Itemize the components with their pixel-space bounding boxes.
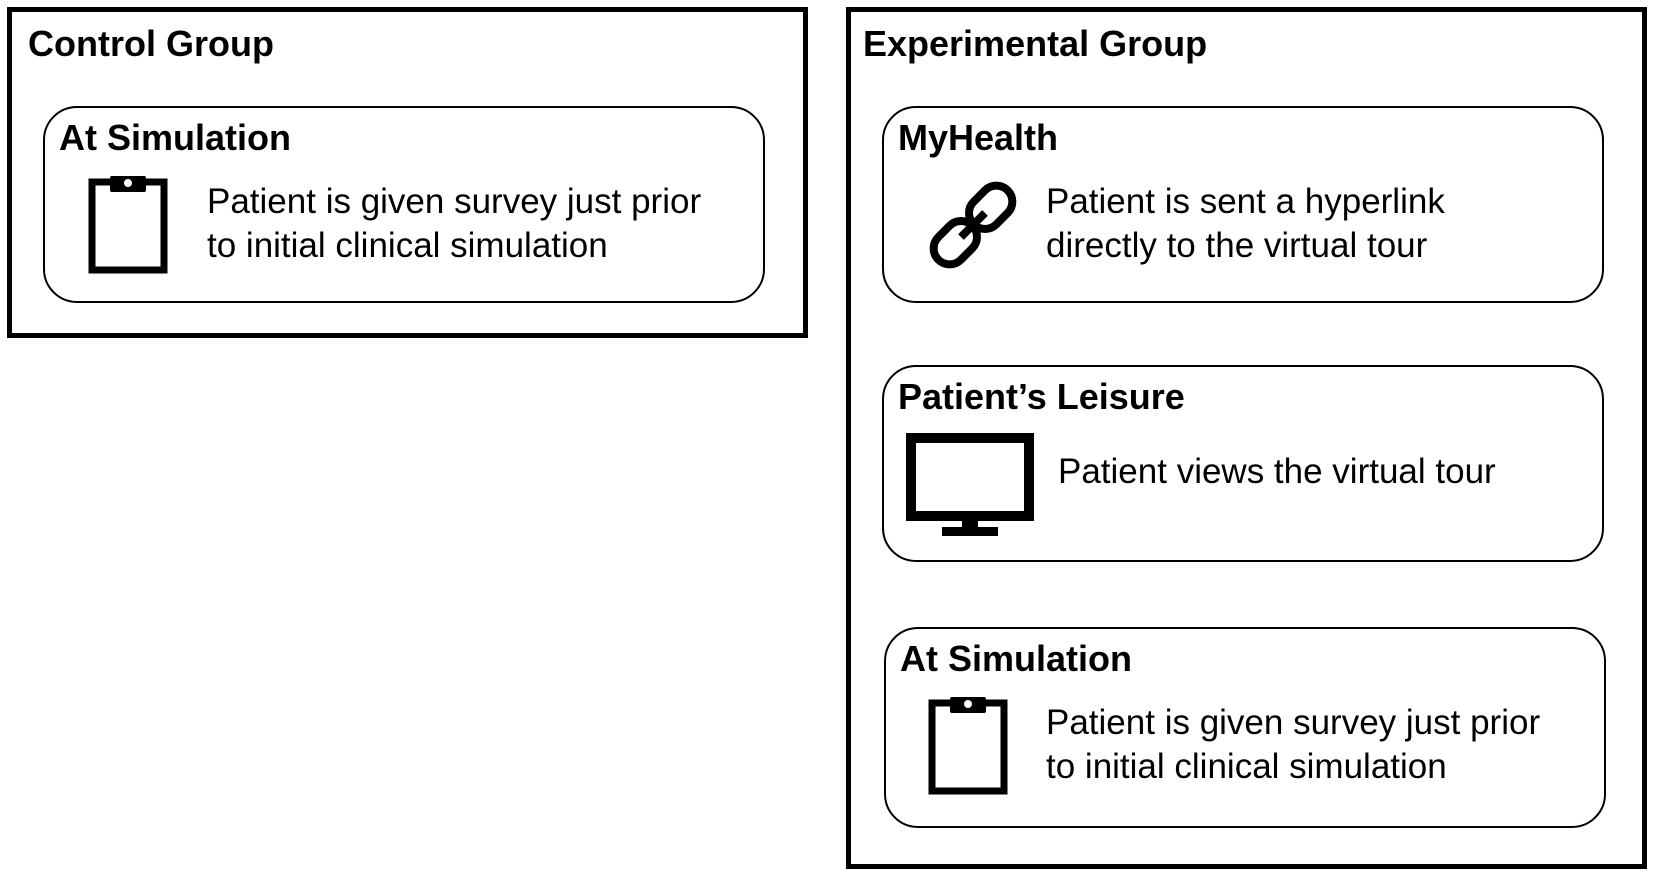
- clipboard-icon: [88, 172, 168, 274]
- description-line: to initial clinical simulation: [1046, 747, 1447, 786]
- control-group-panel: Control Group At Simulation Patient is g…: [7, 7, 808, 338]
- link-icon: [928, 180, 1018, 270]
- step-description: Patient is given survey just prior to in…: [1046, 701, 1540, 789]
- control-at-simulation-step: At Simulation Patient is given survey ju…: [43, 106, 765, 303]
- description-line: Patient is sent a hyperlink: [1046, 182, 1445, 221]
- myhealth-step: MyHealth Patient is sent a hyperlink dir…: [882, 106, 1604, 303]
- step-description: Patient views the virtual tour: [1058, 450, 1496, 494]
- description-line: Patient is given survey just prior: [207, 182, 702, 221]
- step-title: At Simulation: [900, 638, 1132, 679]
- experimental-group-panel: Experimental Group MyHealth Patient is s…: [846, 7, 1647, 869]
- experimental-group-title: Experimental Group: [863, 23, 1208, 64]
- step-description: Patient is sent a hyperlink directly to …: [1046, 180, 1445, 268]
- description-line: to initial clinical simulation: [207, 226, 608, 265]
- step-title: Patient’s Leisure: [898, 376, 1185, 417]
- control-group-title: Control Group: [28, 23, 274, 64]
- description-line: Patient is given survey just prior: [1046, 703, 1541, 742]
- experimental-at-simulation-step: At Simulation Patient is given survey ju…: [884, 627, 1606, 828]
- step-description: Patient is given survey just prior to in…: [207, 180, 701, 268]
- patients-leisure-step: Patient’s Leisure Patient views the virt…: [882, 365, 1604, 562]
- clipboard-icon: [928, 693, 1008, 795]
- step-title: At Simulation: [59, 117, 291, 158]
- description-line: directly to the virtual tour: [1046, 226, 1428, 265]
- description-line: Patient views the virtual tour: [1058, 452, 1496, 491]
- step-title: MyHealth: [898, 117, 1059, 158]
- monitor-icon: [906, 433, 1034, 537]
